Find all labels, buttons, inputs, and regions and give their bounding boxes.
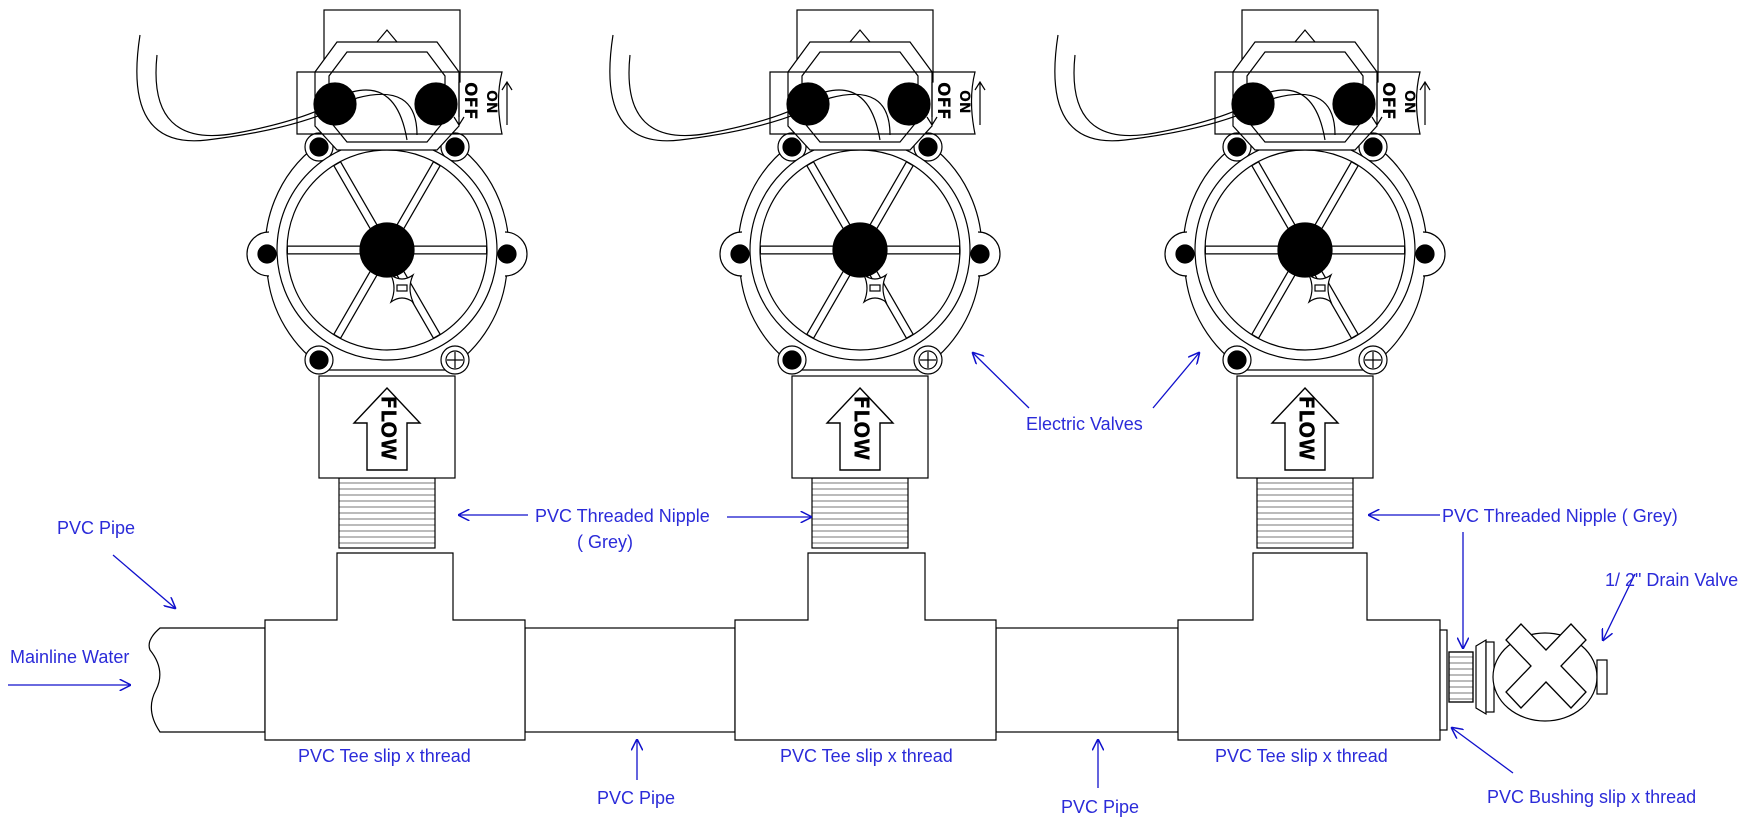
flow-arrow-3 (1270, 386, 1340, 471)
on-off-lever-3 (1214, 71, 1421, 135)
solenoid-wires-2 (609, 34, 891, 142)
drain-valve (1475, 623, 1608, 722)
label-pvc-pipe-top-left: PVC Pipe (57, 518, 135, 538)
label-nipple-left-line1: PVC Threaded Nipple (535, 506, 710, 526)
solenoid-wires-1 (136, 34, 418, 142)
inlet-pipe (148, 627, 266, 733)
flow-text-1: FLOW (377, 396, 401, 461)
label-tee-3: PVC Tee slip x thread (1215, 746, 1388, 766)
threaded-nipple-2 (811, 477, 909, 549)
label-mainline-water: Mainline Water (10, 647, 129, 667)
flow-text-3: FLOW (1295, 396, 1319, 461)
flow-text-2: FLOW (850, 396, 874, 461)
pipe-segment-2 (995, 627, 1179, 733)
label-arrows (8, 353, 1636, 788)
pvc-tee-2 (734, 552, 997, 741)
label-tee-2: PVC Tee slip x thread (780, 746, 953, 766)
valve-hub-3 (1277, 222, 1333, 278)
off-text-2: OFF (933, 82, 953, 120)
valve-hub-1 (359, 222, 415, 278)
label-nipple-left-line2: ( Grey) (577, 532, 633, 552)
drain-handle-cross (1505, 623, 1587, 709)
flow-arrow-1 (352, 386, 422, 471)
valve-hub-2 (832, 222, 888, 278)
label-nipple-right: PVC Threaded Nipple ( Grey) (1442, 506, 1678, 526)
label-pvc-pipe-bottom-1: PVC Pipe (597, 788, 675, 808)
on-off-lever-2 (769, 71, 976, 135)
on-off-lever-1 (296, 71, 503, 135)
on-text-2: ON (956, 90, 972, 114)
label-pvc-pipe-bottom-2: PVC Pipe (1061, 797, 1139, 817)
on-text-1: ON (483, 90, 499, 114)
label-bushing: PVC Bushing slip x thread (1487, 787, 1696, 807)
pipe-assembly (148, 552, 1474, 741)
label-drain-valve: 1/ 2" Drain Valve (1605, 570, 1738, 590)
label-electric-valves: Electric Valves (1026, 414, 1143, 434)
solenoid-wires-3 (1054, 34, 1336, 142)
off-text-1: OFF (460, 82, 480, 120)
on-text-3: ON (1401, 90, 1417, 114)
pvc-tee-1 (264, 552, 526, 741)
threaded-nipple-3 (1256, 477, 1354, 549)
pvc-bushing (1439, 629, 1448, 731)
pvc-tee-3 (1177, 552, 1441, 741)
off-text-3: OFF (1378, 82, 1398, 120)
flow-arrow-2 (825, 386, 895, 471)
drain-nipple (1448, 651, 1474, 703)
label-tee-1: PVC Tee slip x thread (298, 746, 471, 766)
pipe-segment-1 (524, 627, 736, 733)
threaded-nipple-1 (338, 477, 436, 549)
labels: PVC Pipe Mainline Water PVC Threaded Nip… (10, 414, 1738, 817)
